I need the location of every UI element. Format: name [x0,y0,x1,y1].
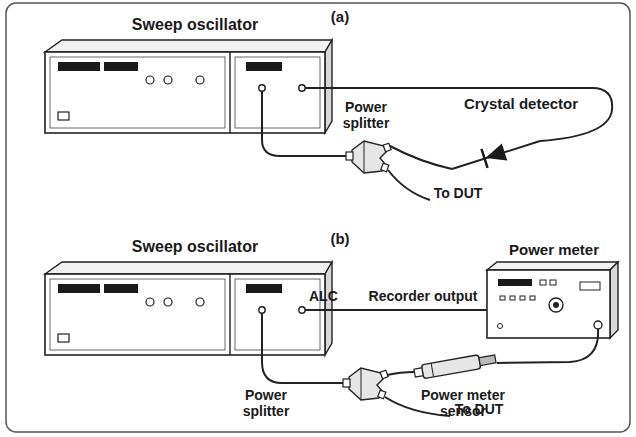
part-label: Power splitter [224,388,308,419]
instrument-label: Sweep oscillator [90,238,300,256]
part-letter: (b) [323,231,357,248]
part-label: Power splitter [326,100,406,131]
instrument-label: Sweep oscillator [90,16,300,34]
port-label: To DUT [432,186,484,202]
signal-name: Recorder output [358,289,488,305]
port-label: To DUT [452,402,506,418]
part-letter: (a) [323,9,357,26]
instrument-label: Power meter [492,242,616,259]
part-label: Crystal detector [446,96,596,113]
signal-name: ALC [309,289,349,305]
